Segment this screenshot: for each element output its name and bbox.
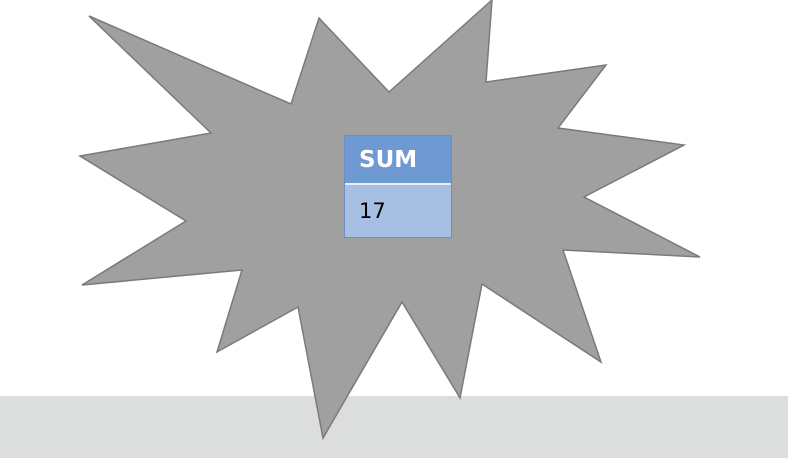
footer-band [0, 396, 788, 458]
sum-header-cell: SUM [345, 136, 451, 185]
sum-header-label: SUM [359, 146, 418, 173]
sum-value: 17 [359, 199, 386, 223]
sum-table: SUM 17 [344, 135, 452, 238]
sum-value-cell: 17 [345, 185, 451, 237]
